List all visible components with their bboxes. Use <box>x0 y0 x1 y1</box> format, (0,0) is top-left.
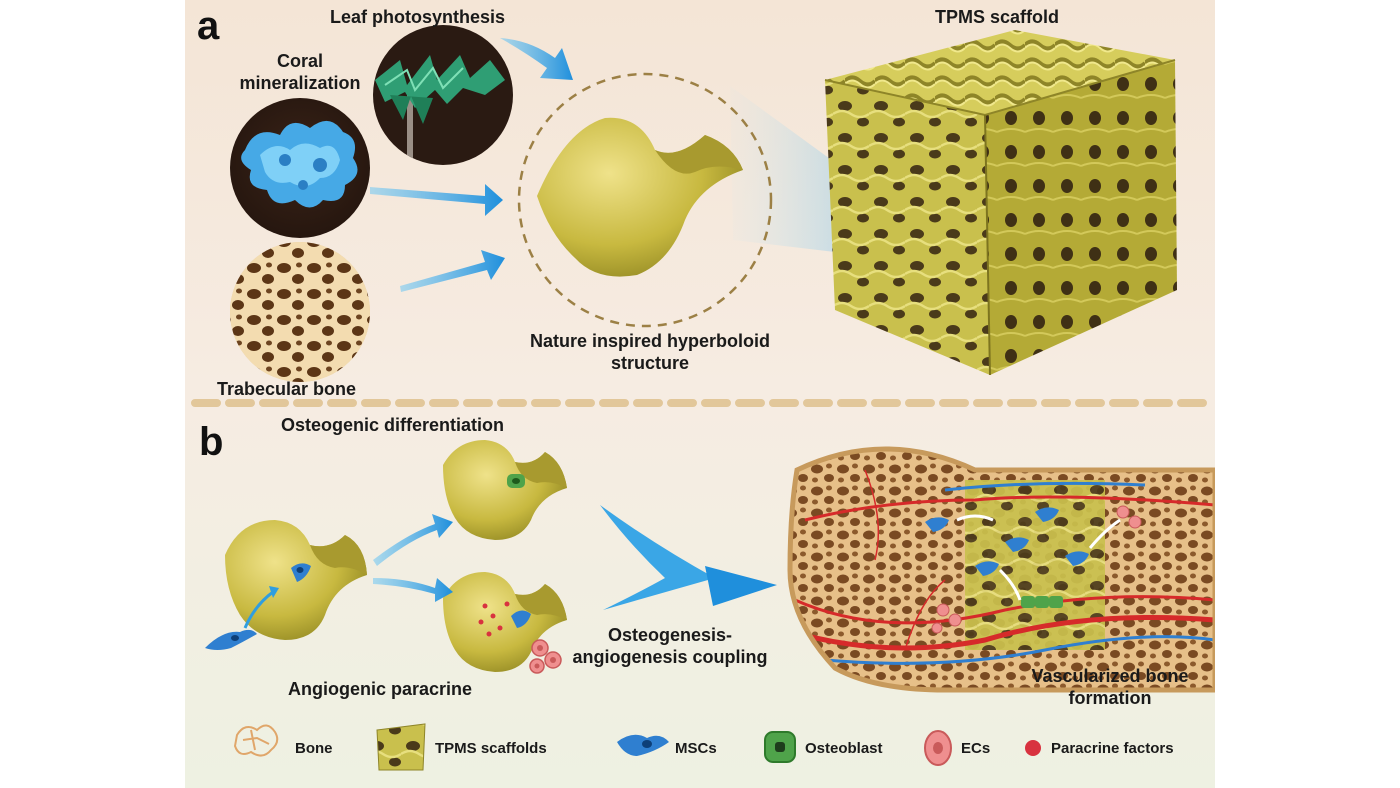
paracrine-dots <box>478 601 510 637</box>
legend-ecs-icon <box>924 730 952 766</box>
ec-cells <box>529 639 562 674</box>
illustration-canvas <box>191 25 1215 771</box>
msc-on-saddle-bottom <box>511 610 531 628</box>
leaf-photosynthesis-label: Leaf photosynthesis <box>330 7 506 27</box>
trabecular-bone-image <box>230 242 370 382</box>
coral-mineralization-label: Coral mineralization <box>239 51 361 93</box>
tpms-scaffold-label: TPMS scaffold <box>935 7 1060 27</box>
vascularized-bone <box>787 446 1215 693</box>
legend-tpms-scaffolds-label: TPMS scaffolds <box>435 740 547 757</box>
coral-mineralization-image <box>230 98 370 238</box>
hyperboloid-dashed-ring <box>517 72 773 328</box>
trabecular-bone-label: Trabecular bone <box>217 379 357 399</box>
arrow-to-angiogenic <box>373 578 453 602</box>
legend-mscs-icon <box>617 734 669 756</box>
vascularized-bone-label: Vascularized bone formation <box>1031 666 1189 708</box>
legend-bone-icon <box>233 724 279 757</box>
panel-label-b: b <box>199 420 224 464</box>
legend-bone-label: Bone <box>295 740 333 757</box>
saddle-bottom <box>443 572 567 672</box>
msc-migration-arrow <box>243 590 274 629</box>
tpms-scaffold-cube <box>824 30 1177 376</box>
coupling-label: Osteogenesis- angiogenesis coupling <box>572 625 768 667</box>
arrow-trabecular-to-saddle <box>400 250 505 292</box>
legend-osteoblast-label: Osteoblast <box>805 740 883 757</box>
legend-tpms-scaffolds-icon <box>376 723 426 771</box>
saddle-left <box>225 520 367 640</box>
figure: a b Leaf photosynthesis Coral mineraliza… <box>185 0 1215 788</box>
msc-free <box>205 629 257 650</box>
legend-paracrine-factors-label: Paracrine factors <box>1051 740 1174 757</box>
hyperboloid-structure-label: Nature inspired hyperboloid structure <box>529 331 771 373</box>
arrow-to-osteogenic <box>373 514 453 566</box>
legend-osteoblast-icon <box>764 731 796 763</box>
hyperboloid-saddle <box>537 117 743 277</box>
osteogenic-differentiation-label: Osteogenic differentiation <box>281 415 505 435</box>
legend-mscs-label: MSCs <box>675 740 717 757</box>
arrow-coral-to-saddle <box>370 184 503 216</box>
angiogenic-paracrine-label: Angiogenic paracrine <box>288 679 473 699</box>
panel-label-a: a <box>197 4 220 48</box>
legend-paracrine-factors-icon <box>1025 740 1041 756</box>
arrow-coupling <box>600 505 715 610</box>
saddle-top <box>443 440 567 540</box>
legend-ecs-label: ECs <box>961 740 991 757</box>
leaf-photosynthesis-image <box>373 25 513 165</box>
arrow-leaf-to-saddle <box>500 38 573 80</box>
